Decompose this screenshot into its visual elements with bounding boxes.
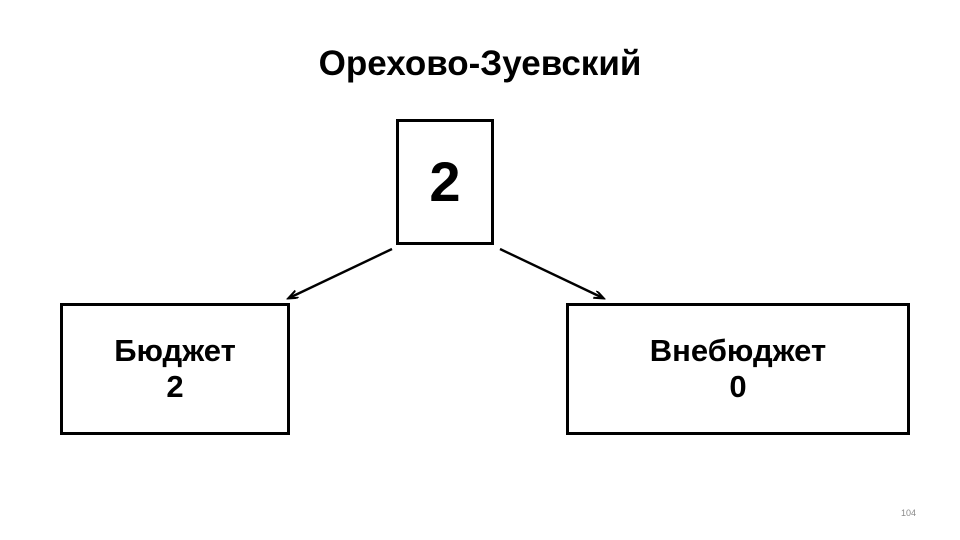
node-budget-label: Бюджет 2 [114, 333, 236, 404]
node-extrabudget-label: Внебюджет 0 [649, 333, 827, 404]
node-root-label: 2 [429, 149, 461, 213]
node-root: 2 [396, 119, 494, 245]
page-number: 104 [900, 508, 916, 518]
node-extrabudget: Внебюджет 0 [566, 303, 910, 435]
arrow-root-to-extrabudget [499, 247, 603, 298]
page-title: Орехово-Зуевский [318, 44, 642, 83]
arrow-root-to-budget [289, 247, 393, 298]
node-budget: Бюджет 2 [60, 303, 290, 435]
